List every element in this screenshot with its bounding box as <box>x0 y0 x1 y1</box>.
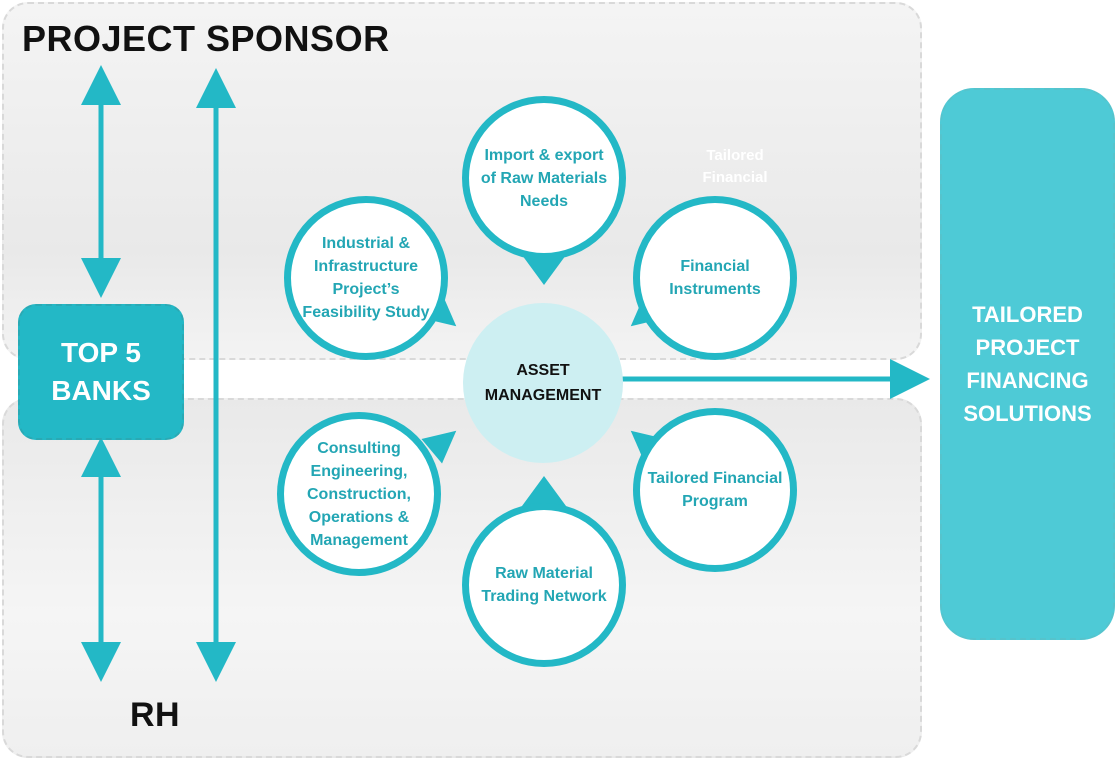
financing-solutions-box: TAILORED PROJECT FINANCING SOLUTIONS <box>940 88 1115 640</box>
hub-line-1: ASSET <box>516 362 570 379</box>
asset-management-hub: ASSET MANAGEMENT <box>463 303 623 463</box>
trading-network-label: Raw Material Trading Network <box>481 565 607 605</box>
banks-line-2: BANKS <box>51 375 151 406</box>
import-export-bubble: Import & export of Raw Materials Needs <box>462 96 626 260</box>
consulting-label: Consulting Engineering, Construction, Op… <box>307 439 411 549</box>
import-export-tail <box>522 255 566 285</box>
banks-line-1: TOP 5 <box>61 337 141 368</box>
consulting-bubble: Consulting Engineering, Construction, Op… <box>277 412 441 576</box>
feasibility-label: Industrial & Infrastructure Project’s Fe… <box>302 235 430 321</box>
tailored-program-label: Tailored Financial Program <box>647 470 783 510</box>
solutions-line-3: FINANCING <box>966 368 1089 393</box>
financial-instruments-bubble: Financial Instruments <box>633 196 797 360</box>
financial-instruments-label: Financial Instruments <box>669 258 761 298</box>
solutions-line-1: TAILORED <box>972 302 1083 327</box>
top-banks-box: TOP 5 BANKS <box>18 304 184 440</box>
trading-network-bubble: Raw Material Trading Network <box>462 503 626 667</box>
import-export-label: Import & export of Raw Materials Needs <box>480 146 608 210</box>
project-sponsor-title: PROJECT SPONSOR <box>22 18 390 59</box>
tailored-program-bubble: Tailored Financial Program <box>633 408 797 572</box>
solutions-line-2: PROJECT <box>975 335 1080 360</box>
rh-title: RH <box>130 696 181 734</box>
hub-line-2: MANAGEMENT <box>484 387 602 404</box>
solutions-line-4: SOLUTIONS <box>963 401 1092 426</box>
feasibility-bubble: Industrial & Infrastructure Project’s Fe… <box>284 196 448 360</box>
ghost-label: Tailored Financial <box>702 147 768 185</box>
trading-network-tail <box>522 476 566 506</box>
